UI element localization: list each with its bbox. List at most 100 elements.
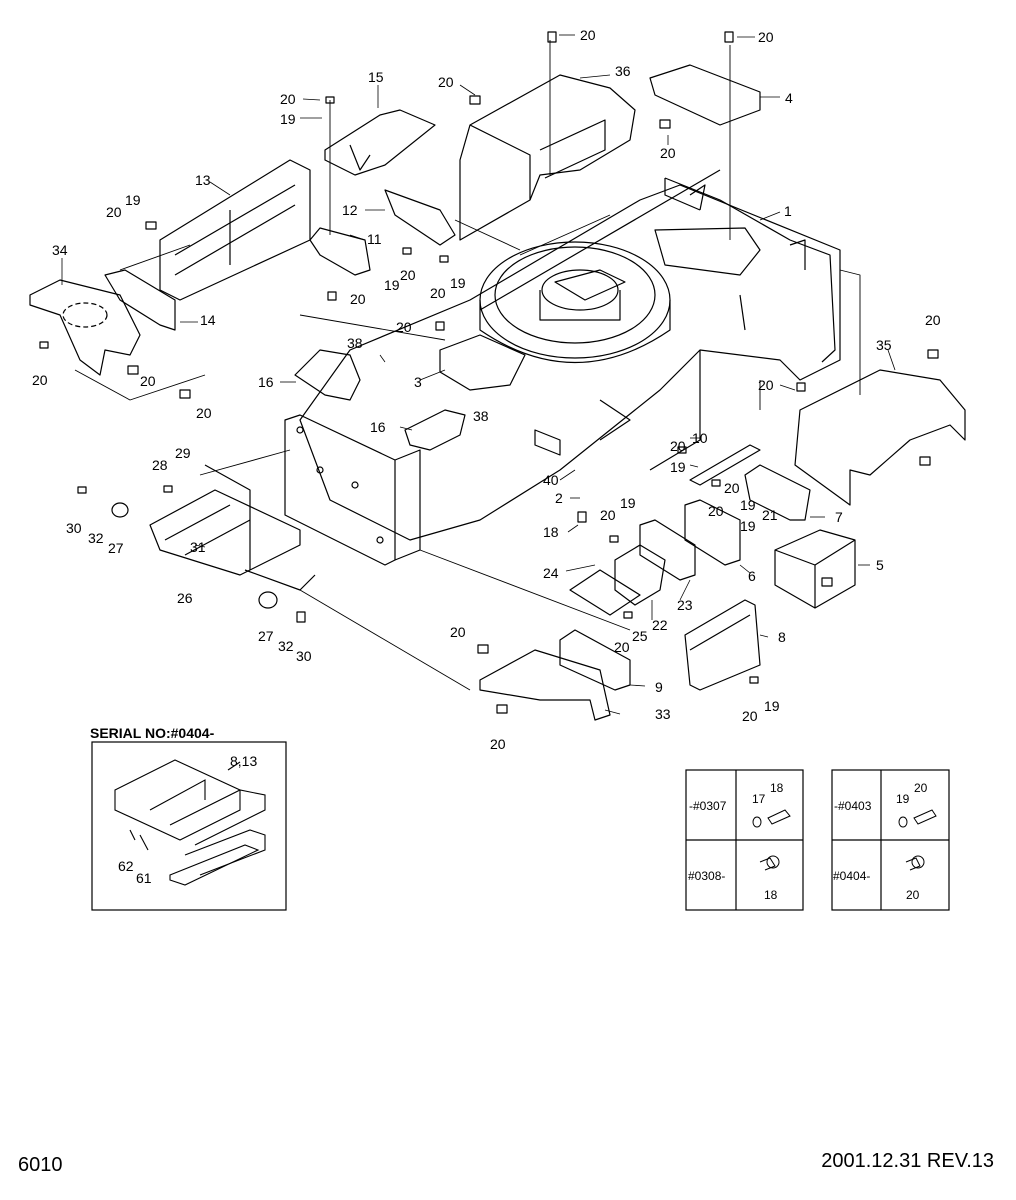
callout: 21 [762, 507, 778, 523]
callout: 32 [278, 638, 294, 654]
callout: 11 [367, 231, 382, 247]
bolts [39, 31, 939, 714]
callout: 38 [347, 335, 363, 351]
callout: 20 [196, 405, 212, 421]
callout: 20 [430, 285, 446, 301]
callout: 20 [140, 373, 156, 389]
callout: 20 [438, 74, 454, 90]
guard-26 [149, 464, 316, 591]
inset-label-61: 61 [136, 870, 152, 886]
callout: 15 [368, 69, 384, 85]
callout: 20 [758, 377, 774, 393]
callout: 20 [106, 204, 122, 220]
callout: 20 [490, 736, 506, 752]
callout: 27 [108, 540, 124, 556]
callout: 5 [876, 557, 884, 573]
callout: 33 [655, 706, 671, 722]
serial-table-right: -#0403 #0404- 19 20 20 [831, 769, 950, 911]
callout: 31 [190, 539, 206, 555]
callout: 20 [280, 91, 296, 107]
callout: 20 [925, 312, 941, 328]
callout: 3 [414, 374, 422, 390]
callout: 20 [600, 507, 616, 523]
callout: 23 [677, 597, 693, 613]
bracket-11 [309, 227, 371, 276]
callout: 27 [258, 628, 274, 644]
callout: 35 [876, 337, 892, 353]
swing-bearing-ring [479, 241, 671, 363]
cover-plate-4 [649, 64, 761, 126]
callout: 7 [835, 509, 843, 525]
bracket-6 [684, 499, 741, 566]
cover-35 [794, 369, 966, 506]
callout: 30 [66, 520, 82, 536]
inset-label-62: 62 [118, 858, 134, 874]
callout: 29 [175, 445, 191, 461]
callout: 19 [384, 277, 400, 293]
plate-10 [689, 444, 761, 486]
cover-36 [459, 74, 636, 241]
page-number: 6010 [18, 1154, 63, 1176]
table-right-serial-1: -#0403 [834, 799, 872, 813]
callout: 25 [632, 628, 648, 644]
callout: 10 [692, 430, 708, 446]
table-left-serial-1: -#0307 [689, 799, 727, 813]
callout: 28 [152, 457, 168, 473]
callout: 32 [88, 530, 104, 546]
bracket-24 [569, 569, 641, 616]
cover-33 [479, 649, 611, 721]
callout: 20 [670, 438, 686, 454]
callout: 20 [350, 291, 366, 307]
table-left-serial-2: #0308- [688, 869, 725, 883]
bracket-16b [404, 409, 466, 451]
callout: 8 [778, 629, 786, 645]
side-plate [284, 414, 421, 566]
washer-27a [111, 502, 129, 518]
callout: 4 [785, 90, 793, 106]
callout: 20 [724, 480, 740, 496]
bracket-16a [294, 349, 361, 401]
assembly-lines [74, 40, 861, 691]
plate-22 [614, 544, 666, 606]
callout: 1 [784, 203, 792, 219]
bracket-15 [324, 109, 436, 176]
callout: 16 [258, 374, 274, 390]
callout: 14 [200, 312, 216, 328]
callout: 19 [764, 698, 780, 714]
callout: 24 [543, 565, 559, 581]
revision-date: 2001.12.31 REV.13 [821, 1150, 994, 1172]
washer-27b [258, 591, 278, 609]
table-left-label-17: 17 [752, 792, 766, 806]
callout: 20 [580, 27, 596, 43]
callout: 20 [660, 145, 676, 161]
table-right-label-20a: 20 [914, 781, 928, 795]
main-frame-part [299, 169, 841, 541]
callout: 22 [652, 617, 668, 633]
callout: 16 [370, 419, 386, 435]
callout-leaders [61, 34, 896, 715]
callout: 19 [740, 497, 756, 513]
table-left-label-18a: 18 [770, 781, 784, 795]
callout: 30 [296, 648, 312, 664]
callout: 19 [670, 459, 686, 475]
callout: 6 [748, 568, 756, 584]
callout: 20 [758, 29, 774, 45]
serial-table-left: -#0307 #0308- 17 18 18 [685, 769, 804, 911]
callout: 20 [742, 708, 758, 724]
callout: 9 [655, 679, 663, 695]
box-5 [774, 529, 856, 609]
callout: 19 [125, 192, 141, 208]
callout: 38 [473, 408, 489, 424]
serial-inset-title: SERIAL NO:#0404- [90, 725, 215, 741]
bracket-14 [104, 269, 176, 331]
table-right-label-20b: 20 [906, 888, 920, 902]
step-13 [159, 159, 311, 301]
callout: 19 [740, 518, 756, 534]
callout: 20 [32, 372, 48, 388]
plate-23 [639, 519, 696, 581]
callout: 20 [614, 639, 630, 655]
bracket-12 [384, 189, 456, 246]
step-8 [684, 599, 761, 691]
callout: 19 [450, 275, 466, 291]
